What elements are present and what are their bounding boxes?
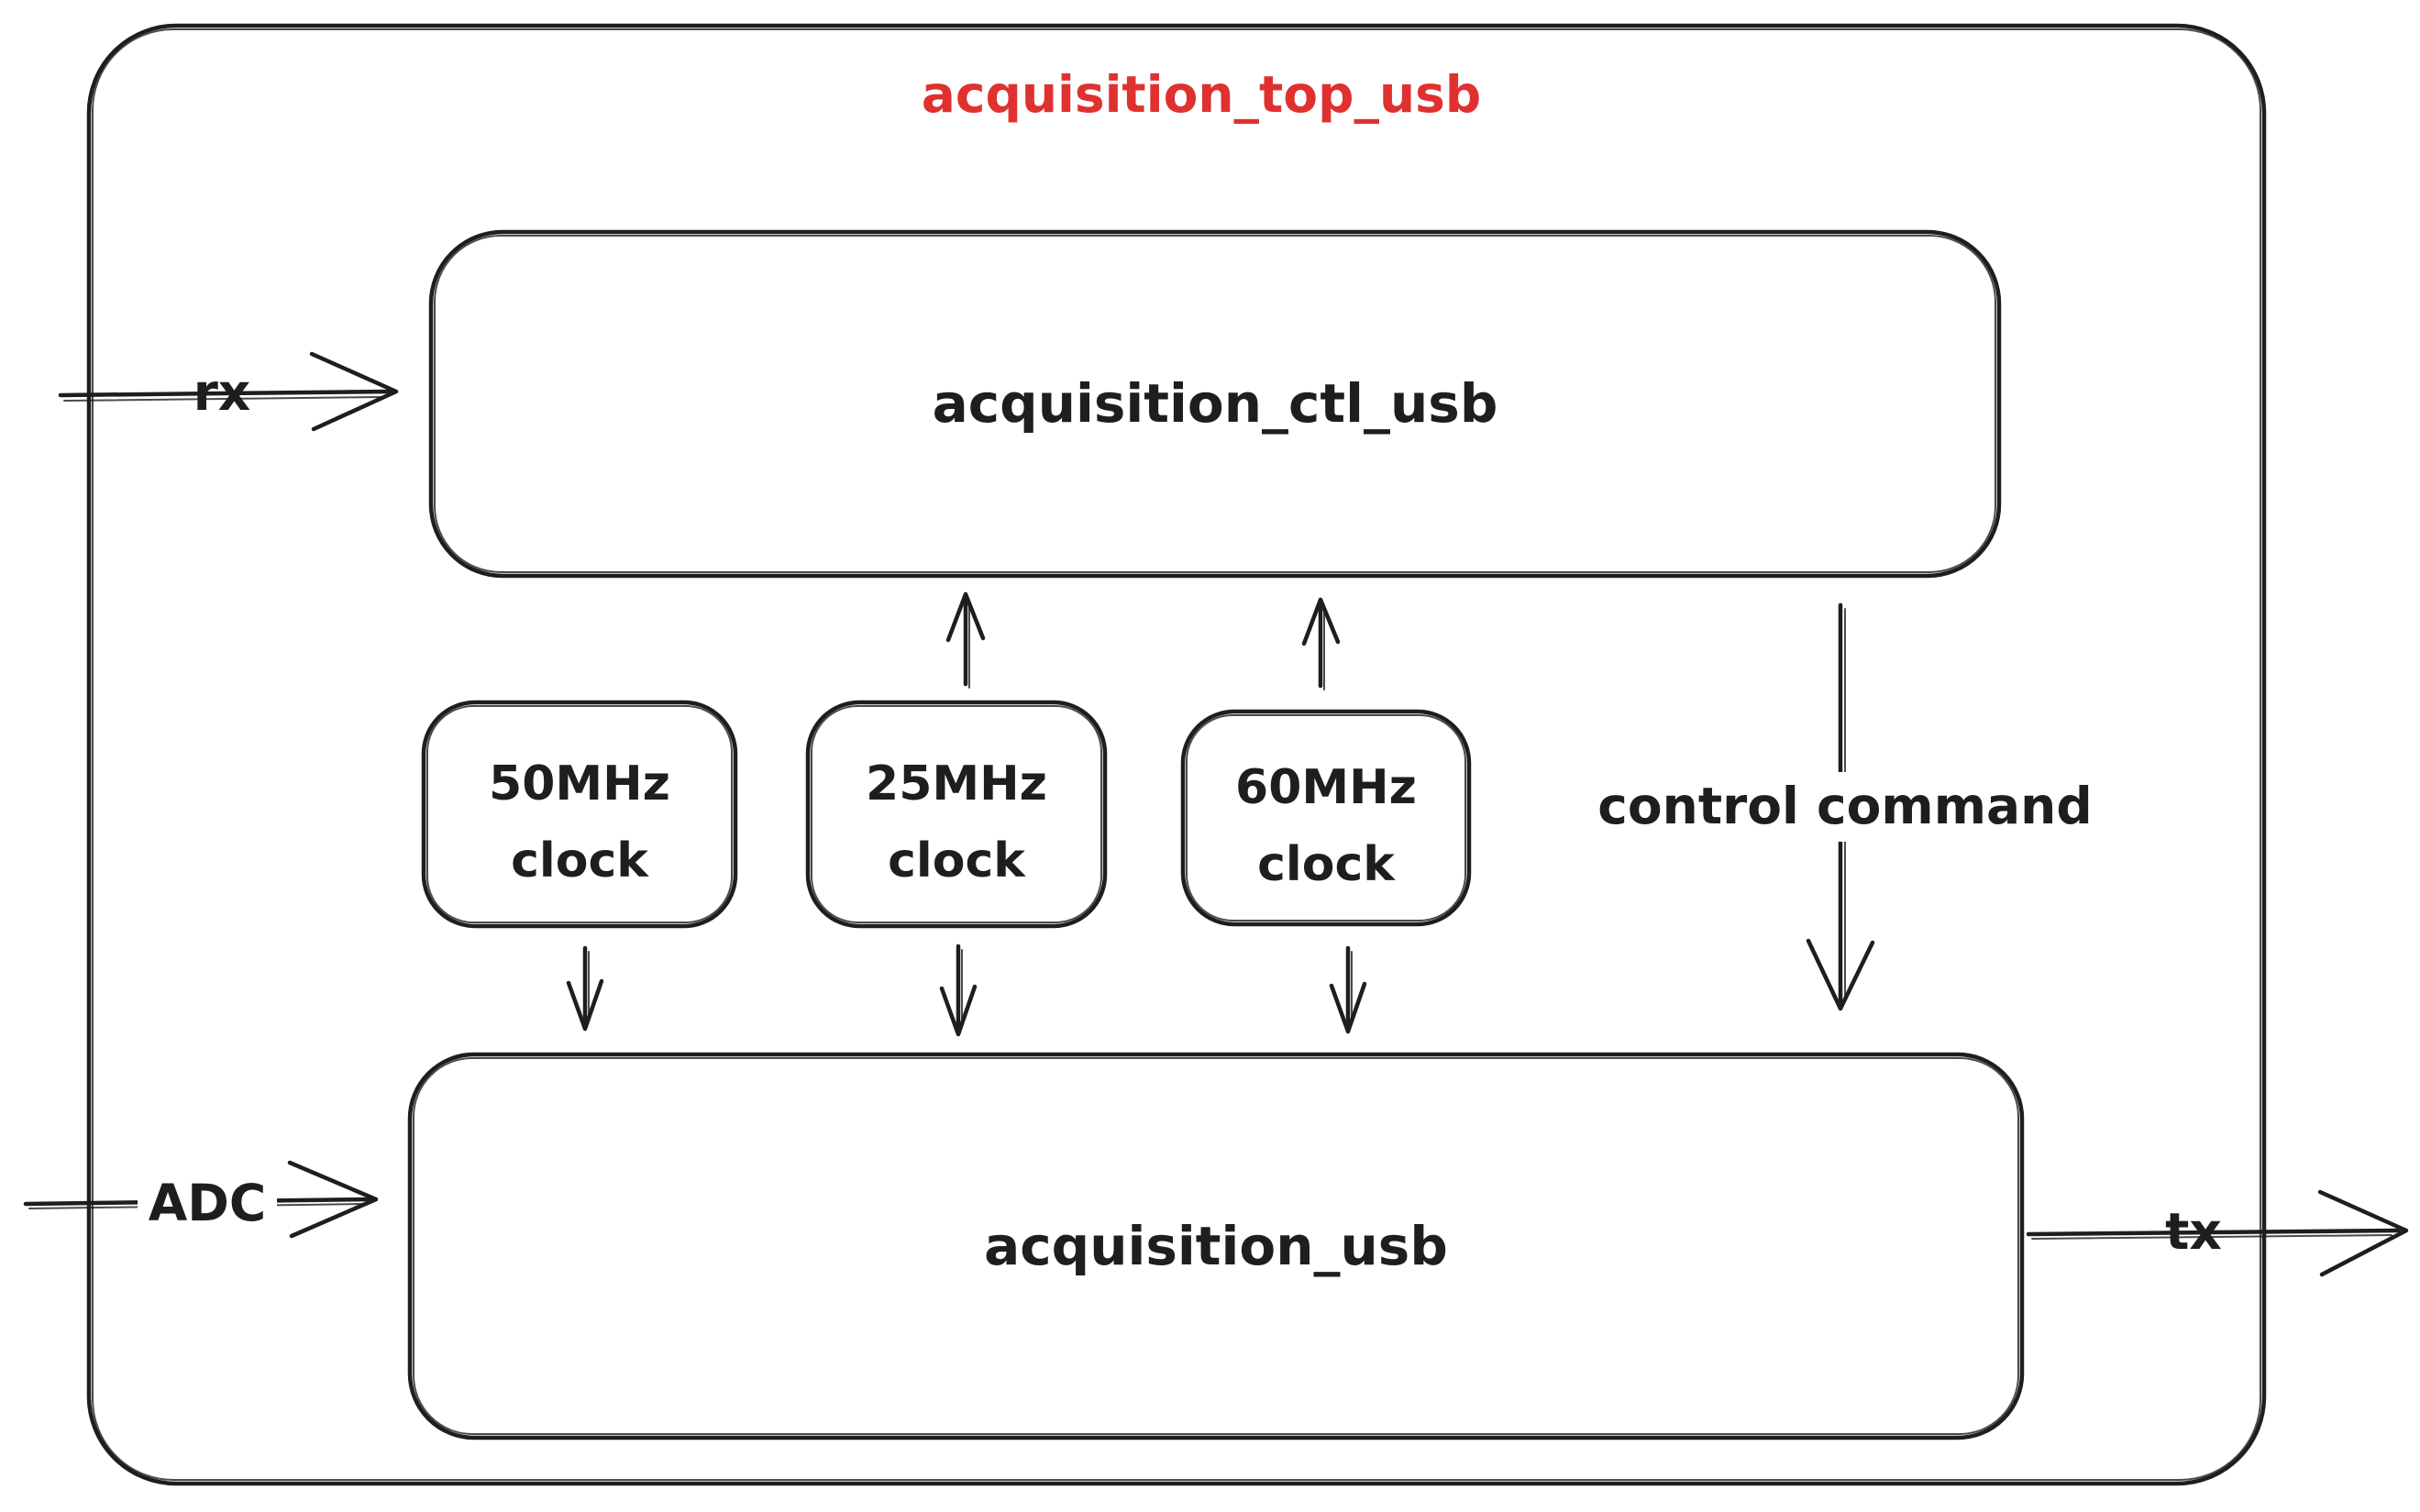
arrow-tx-output: tx: [2026, 1189, 2409, 1277]
rx-arrow-shaft: [58, 389, 393, 398]
arrow-adc-input: ADC: [23, 1160, 379, 1239]
clock-50mhz-freq: 50MHz: [489, 756, 670, 811]
tx-arrowhead: [2317, 1189, 2409, 1277]
arrow-50mhz-to-usb: [566, 945, 604, 1032]
rx-arrow-shaft-sketch: [63, 396, 384, 402]
clock-25mhz-word: clock: [888, 833, 1026, 888]
control-arrowhead: [1806, 938, 1875, 1011]
usb-box-border: [407, 1052, 2025, 1440]
clock-50mhz-border: [421, 700, 738, 929]
adc-arrow-label: ADC: [149, 1174, 267, 1232]
arrow-control-command: control command: [1597, 602, 2093, 1011]
block-acquisition-top-usb[interactable]: acquisition_top_usb: [86, 23, 2267, 1486]
tx-arrow-shaft-sketch: [2031, 1234, 2392, 1240]
clock-60mhz-border-sketch: [1186, 714, 1466, 922]
clock-25mhz-freq: 25MHz: [866, 756, 1047, 811]
clock-25mhz-border-sketch: [811, 705, 1102, 923]
down-arrow-25mhz-head: [939, 984, 978, 1037]
outer-box-title: acquisition_top_usb: [922, 65, 1481, 124]
block-acquisition-usb[interactable]: acquisition_usb: [407, 1052, 2025, 1440]
adc-label-background: [138, 1161, 277, 1238]
ctl-box-label: acquisition_ctl_usb: [933, 372, 1498, 435]
clock-60mhz-word: clock: [1257, 837, 1396, 892]
control-arrow-label: control command: [1597, 777, 2092, 835]
control-label-background: [1612, 772, 2078, 842]
arrow-25mhz-to-usb: [939, 944, 978, 1037]
tx-arrow-shaft: [2026, 1228, 2402, 1237]
ctl-box-border-sketch: [434, 235, 1996, 573]
clock-60mhz-freq: 60MHz: [1235, 760, 1417, 815]
usb-box-label: acquisition_usb: [984, 1215, 1448, 1277]
up-arrow-25mhz-head: [945, 591, 986, 643]
outer-box-border: [86, 23, 2267, 1486]
adc-arrowhead: [287, 1160, 379, 1239]
clock-50mhz-word: clock: [511, 833, 649, 888]
rx-arrowhead: [309, 351, 399, 432]
down-arrow-50mhz-head: [566, 978, 604, 1032]
block-acquisition-ctl-usb[interactable]: acquisition_ctl_usb: [428, 229, 2002, 579]
up-arrow-60mhz-head: [1301, 597, 1341, 646]
usb-box-border-sketch: [413, 1057, 2019, 1435]
clock-25mhz-border: [805, 700, 1108, 929]
clock-50mhz-border-sketch: [426, 705, 733, 923]
ctl-box-border: [428, 229, 2002, 579]
rx-arrow-label: rx: [193, 363, 251, 422]
block-clock-25mhz[interactable]: 25MHz clock: [805, 700, 1108, 929]
clock-60mhz-border: [1180, 709, 1472, 927]
arrow-60mhz-to-usb: [1329, 945, 1367, 1034]
tx-arrow-label: tx: [2165, 1202, 2222, 1261]
block-clock-60mhz[interactable]: 60MHz clock: [1180, 709, 1472, 927]
arrow-60mhz-to-ctl: [1301, 597, 1341, 690]
outer-box-border-sketch: [92, 28, 2261, 1481]
arrow-25mhz-to-ctl: [945, 591, 986, 689]
block-clock-50mhz[interactable]: 50MHz clock: [421, 700, 738, 929]
arrow-rx-input: rx: [58, 351, 399, 432]
down-arrow-60mhz-head: [1329, 981, 1367, 1034]
